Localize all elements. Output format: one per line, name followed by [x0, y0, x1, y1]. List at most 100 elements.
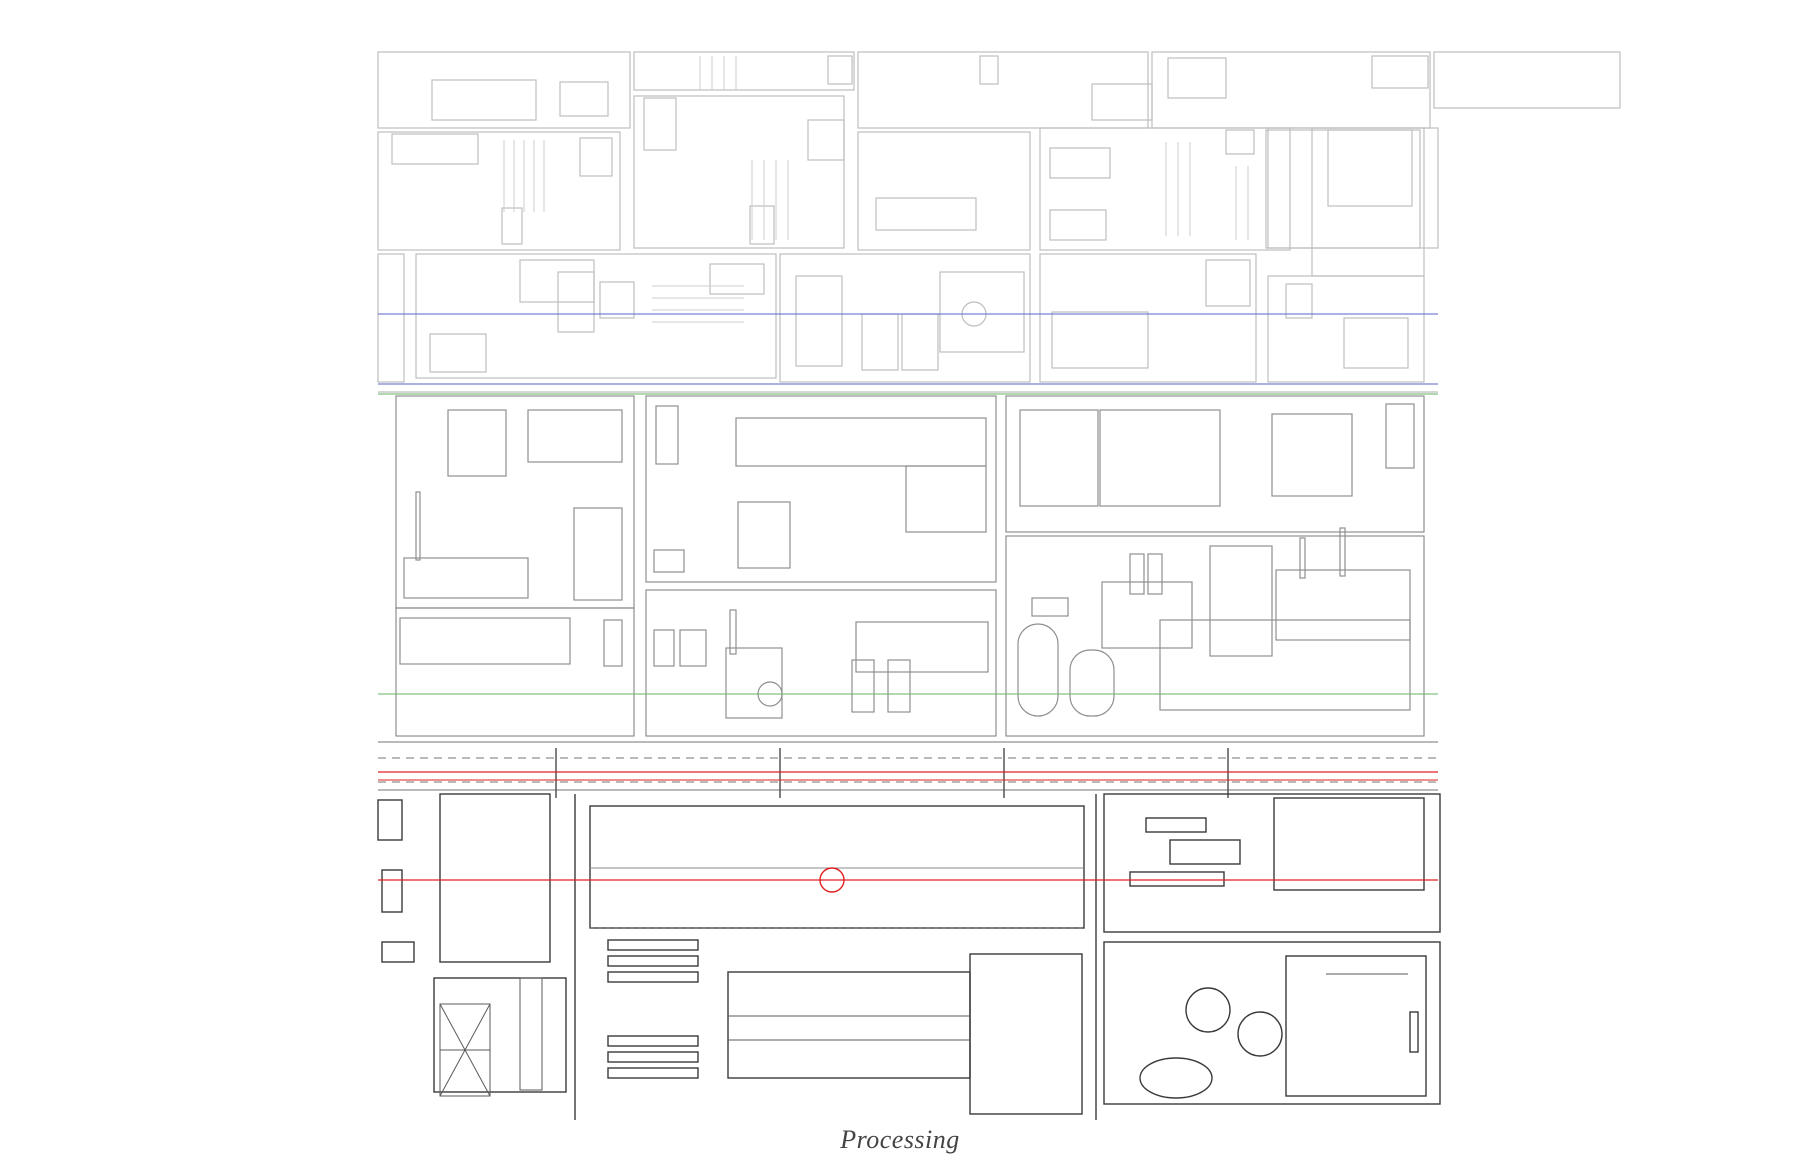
block — [633, 51, 855, 91]
chimney — [415, 491, 421, 561]
building — [557, 271, 595, 333]
tank — [1017, 623, 1059, 717]
building — [501, 207, 523, 245]
block — [395, 395, 635, 609]
building — [807, 119, 845, 161]
building — [979, 55, 999, 85]
chimney — [1299, 537, 1306, 579]
building — [1371, 55, 1429, 89]
building — [735, 417, 987, 467]
building — [599, 281, 635, 319]
tower — [1385, 403, 1415, 469]
building — [1031, 597, 1069, 617]
processing-hall — [727, 971, 971, 1079]
storage-tank — [1139, 1057, 1213, 1099]
barrel-rows — [1129, 817, 1241, 887]
tank-building — [1273, 797, 1425, 891]
building — [1285, 283, 1313, 319]
upper-faded-zone — [377, 51, 1621, 393]
loading-dock — [607, 1067, 699, 1079]
block — [1039, 127, 1291, 251]
building — [429, 333, 487, 373]
block — [1151, 51, 1431, 129]
loading-dock — [607, 939, 699, 951]
pipe-tower — [1409, 1011, 1419, 1053]
building — [1209, 545, 1273, 657]
block — [1005, 395, 1425, 533]
building — [439, 793, 551, 963]
building — [403, 557, 529, 599]
building — [431, 79, 537, 121]
block — [633, 95, 845, 249]
chimney — [1339, 527, 1346, 577]
block — [779, 253, 1031, 383]
silo — [1147, 553, 1163, 595]
block — [1311, 127, 1425, 277]
building — [603, 619, 623, 667]
building — [709, 263, 765, 295]
building — [679, 629, 707, 667]
silo — [887, 659, 911, 713]
block — [857, 51, 1149, 129]
building — [901, 313, 939, 371]
block — [415, 253, 777, 379]
building — [399, 617, 571, 665]
building — [447, 409, 507, 477]
building — [749, 205, 775, 245]
loading-dock — [607, 1051, 699, 1063]
building — [855, 621, 989, 673]
warehouse — [589, 805, 1085, 929]
building — [1051, 311, 1149, 369]
loading-dock — [607, 955, 699, 967]
building — [1019, 409, 1099, 507]
block — [1267, 275, 1425, 383]
block — [377, 131, 621, 251]
chimney — [519, 977, 543, 1091]
building — [1101, 581, 1193, 649]
building — [1167, 57, 1227, 99]
lower-zone-details — [439, 927, 1408, 1097]
silo — [851, 659, 875, 713]
block — [1433, 51, 1621, 109]
middle-zone — [378, 395, 1438, 791]
building — [643, 97, 677, 151]
block — [1103, 793, 1441, 933]
block — [395, 607, 635, 737]
building — [875, 197, 977, 231]
building — [559, 81, 609, 117]
street-poles — [555, 748, 1229, 798]
building — [1275, 569, 1411, 641]
building — [861, 313, 899, 371]
block — [1103, 941, 1441, 1105]
plant-building — [1285, 955, 1427, 1097]
building — [1327, 129, 1413, 207]
building — [1159, 619, 1411, 711]
caption: Processing — [840, 1125, 960, 1154]
building — [1049, 147, 1111, 179]
building — [519, 259, 595, 303]
storage-tank — [1185, 987, 1231, 1033]
building — [827, 55, 853, 85]
building — [1049, 209, 1107, 241]
building — [653, 549, 685, 573]
building — [725, 647, 783, 719]
building — [1099, 409, 1221, 507]
lower-zone — [377, 793, 1441, 1120]
building — [939, 271, 1025, 353]
tower — [655, 405, 679, 465]
building — [433, 977, 567, 1093]
block — [377, 253, 405, 383]
building — [377, 799, 403, 841]
building — [381, 869, 403, 913]
building — [1271, 413, 1353, 497]
tank — [1069, 649, 1115, 717]
field-rows — [503, 56, 1249, 323]
silo — [1129, 553, 1145, 595]
block — [1039, 253, 1257, 383]
chimney — [729, 609, 737, 655]
building — [1091, 83, 1153, 121]
block — [645, 395, 997, 583]
block — [1005, 535, 1425, 737]
building — [1225, 129, 1255, 155]
